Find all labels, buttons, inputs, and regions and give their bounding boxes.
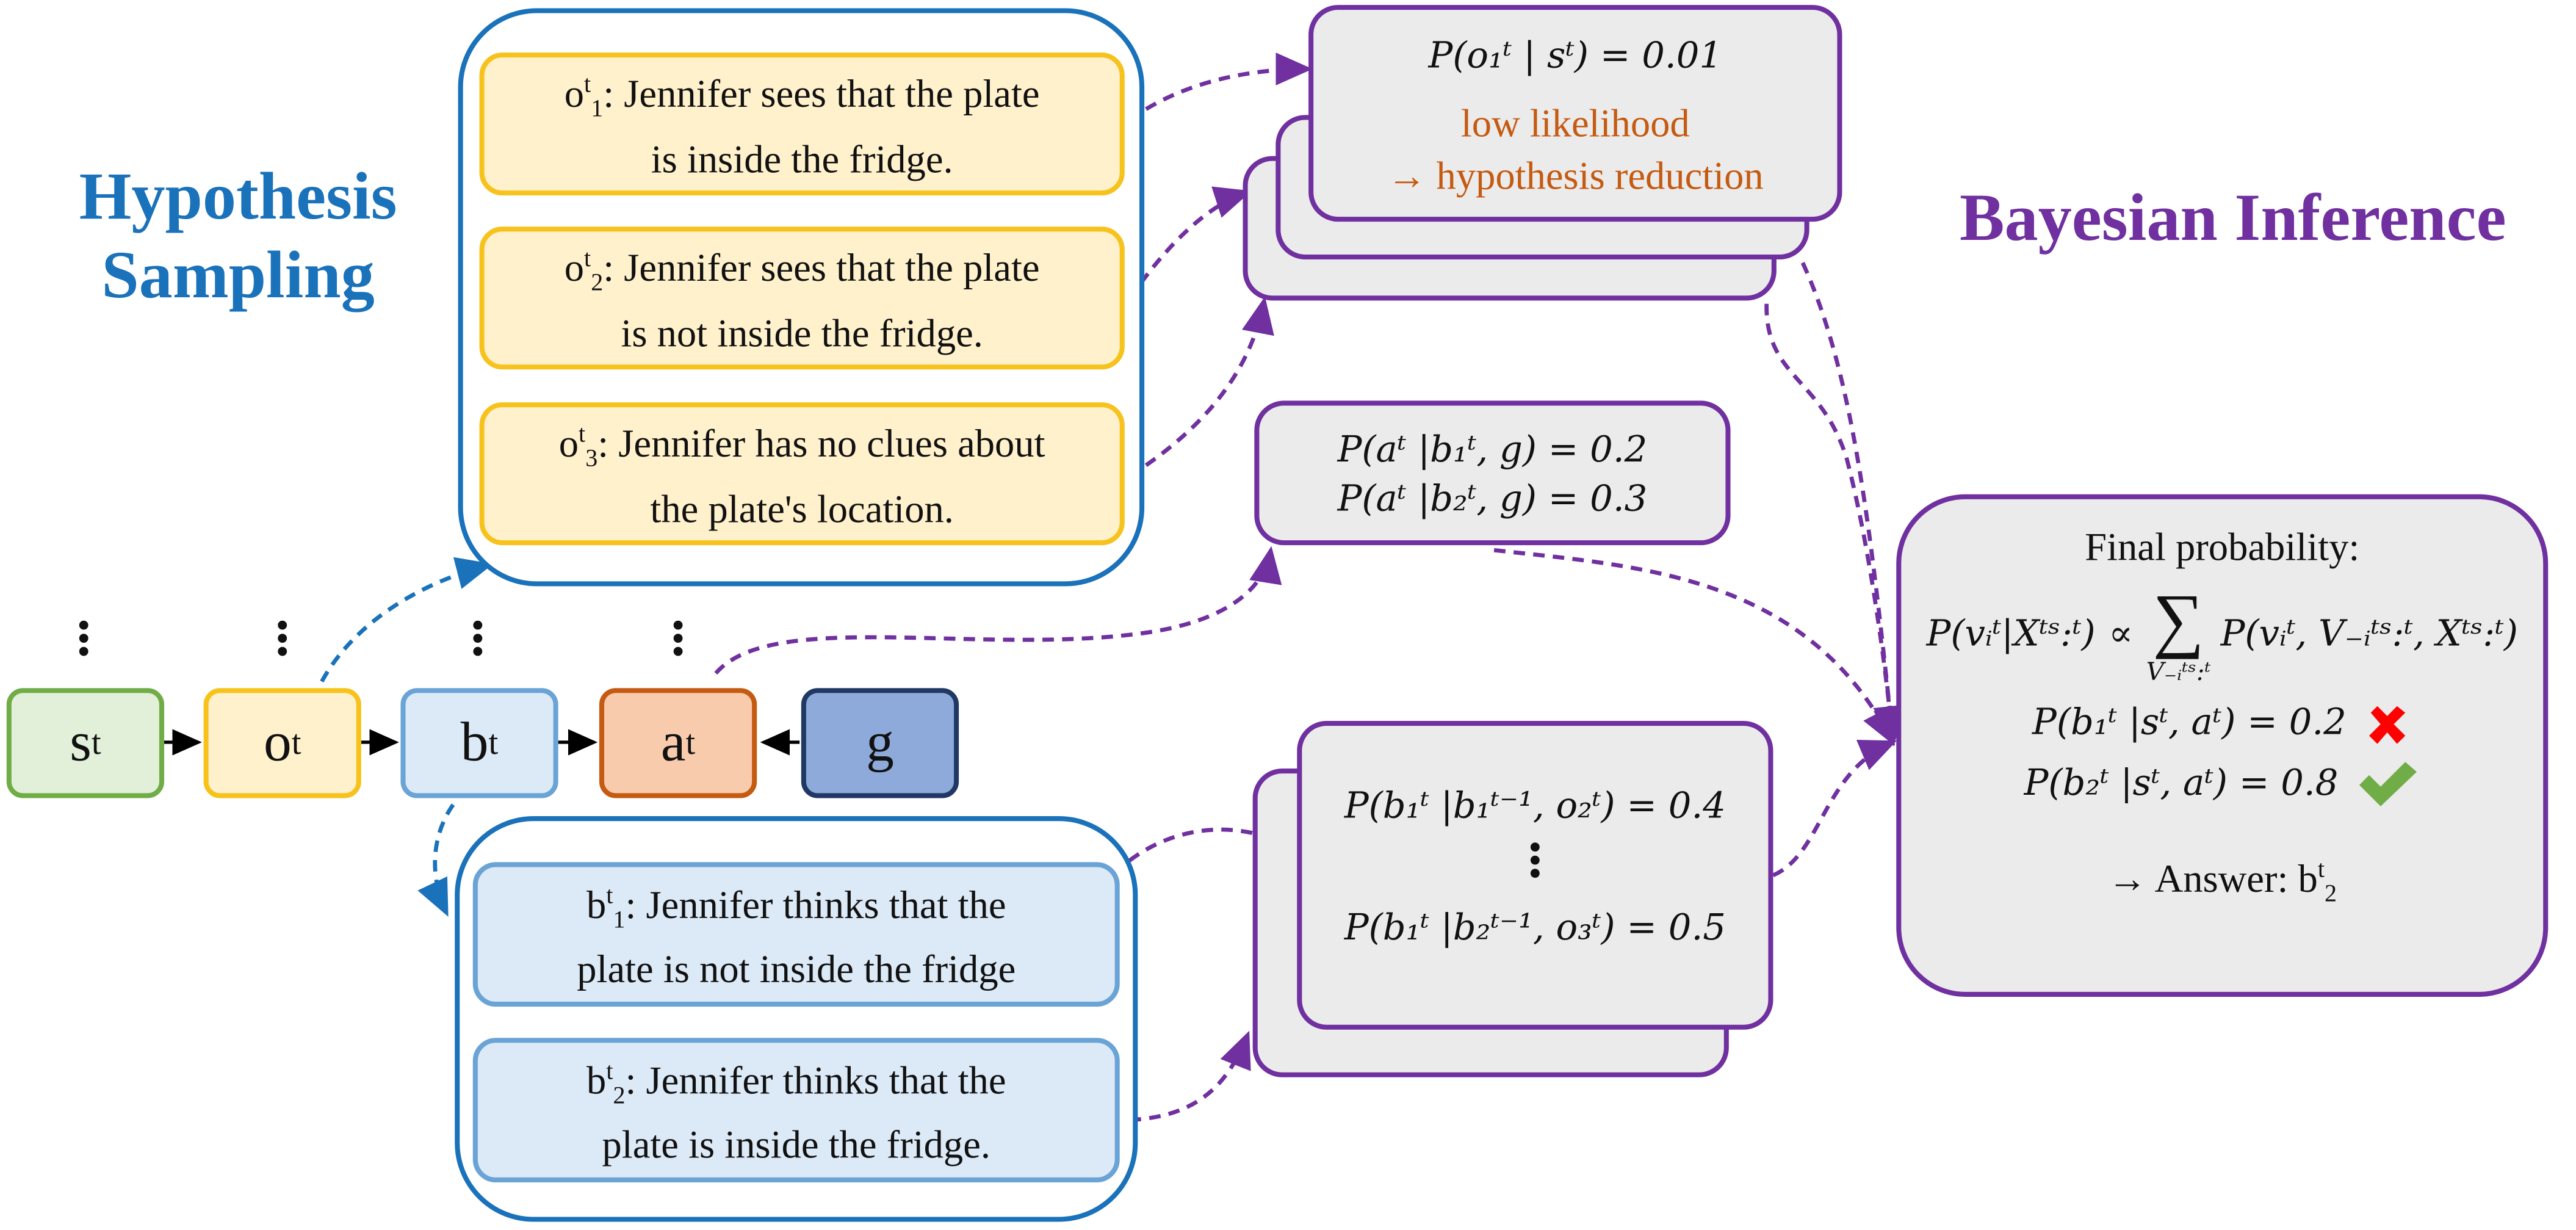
final-answer-sup: t: [2317, 857, 2325, 884]
transition-ellipsis: ···: [1526, 817, 1545, 905]
final-answer: → Answer: bt2: [1901, 844, 2543, 921]
final-heading: Final probability:: [2085, 527, 2360, 570]
final-formula-rhs: P(vᵢᵗ, V₋ᵢᵗˢ:ᵗ, Xᵗˢ:ᵗ): [2220, 614, 2518, 656]
obs-likelihood-note-line1: low likelihood: [1460, 103, 1690, 147]
observation-hypothesis-2: ot2: Jennifer sees that the plate is not…: [479, 226, 1125, 370]
belief-hypothesis-2: bt2: Jennifer thinks that the plate is i…: [472, 1038, 1120, 1182]
arrow-action-to-final: [1493, 548, 1895, 746]
action-likelihood-line2: P(aᵗ |b₂ᵗ, g) = 0.3: [1337, 479, 1648, 521]
observation-3-line2: the plate's location.: [650, 489, 954, 532]
sum-index: V₋ᵢᵗˢ:ᵗ: [2146, 657, 2211, 687]
check-icon: [2359, 762, 2417, 806]
arrow-b-to-beliefs: [417, 803, 455, 917]
final-candidate-1: P(b₁ᵗ |sᵗ, aᵗ) = 0.2: [1901, 700, 2543, 749]
belief-2-line2: plate is inside the fridge.: [602, 1125, 991, 1168]
arrow-o3-to-likelihood: [1128, 296, 1274, 479]
cross-icon: [2369, 706, 2406, 744]
sum-symbol: ∑: [2152, 579, 2204, 660]
final-formula-prop: ∝: [2109, 614, 2134, 656]
final-candidate-2: P(b₂ᵗ |sᵗ, aᵗ) = 0.8: [1901, 759, 2543, 811]
arrow-b2-to-transition: [1129, 1030, 1251, 1123]
belief-1-line2: plate is not inside the fridge: [577, 950, 1016, 993]
observation-hypothesis-1: ot1: Jennifer sees that the plate is ins…: [479, 52, 1125, 196]
observation-1-line1: ot1: Jennifer sees that the plate: [564, 72, 1040, 123]
obs-likelihood-equation: P(o₁ᵗ | sᵗ) = 0.01: [1428, 36, 1723, 78]
title-hypothesis-line1: Hypothesis: [79, 157, 397, 234]
arrow-likelihood-to-final-2: [1764, 303, 1907, 747]
transition-card-front: P(b₁ᵗ |b₁ᵗ⁻¹, o₂ᵗ) = 0.4 ··· P(b₁ᵗ |b₂ᵗ⁻…: [1297, 721, 1773, 1030]
final-answer-sub: 2: [2324, 881, 2337, 908]
transition-line1: P(b₁ᵗ |b₁ᵗ⁻¹, o₂ᵗ) = 0.4: [1344, 786, 1726, 828]
obs-likelihood-note-line2: → hypothesis reduction: [1387, 156, 1764, 199]
belief-hypothesis-1: bt1: Jennifer thinks that the plate is n…: [472, 862, 1120, 1007]
final-probability-card: Final probability: P(vᵢᵗ|Xᵗˢ:ᵗ) ∝ ∑ V₋ᵢᵗ…: [1896, 494, 2549, 997]
arrow-a-to-action-likelihood: [714, 546, 1282, 675]
arrow-likelihood-to-final-1: [1800, 262, 1906, 743]
ellipsis-above-a: ···: [668, 596, 688, 684]
arrow-o-to-observations: [320, 557, 494, 683]
final-candidate-2-text: P(b₂ᵗ |sᵗ, aᵗ) = 0.8: [2024, 763, 2339, 805]
title-bayesian-inference: Bayesian Inference: [1959, 179, 2506, 255]
belief-2-line1: bt2: Jennifer thinks that the: [586, 1058, 1006, 1109]
arrow-o1-to-likelihood: [1128, 52, 1313, 122]
observation-1-line2: is inside the fridge.: [651, 139, 953, 183]
ellipsis-above-b: ···: [468, 596, 488, 684]
action-likelihood-card: P(aᵗ |b₁ᵗ, g) = 0.2 P(aᵗ |b₂ᵗ, g) = 0.3: [1254, 400, 1731, 546]
transition-line2: P(b₁ᵗ |b₂ᵗ⁻¹, o₃ᵗ) = 0.5: [1344, 908, 1726, 949]
title-hypothesis-sampling: Hypothesis Sampling: [41, 156, 435, 314]
final-answer-prefix: → Answer: b: [2107, 859, 2318, 902]
title-hypothesis-line2: Sampling: [101, 236, 375, 313]
action-likelihood-line1: P(aᵗ |b₁ᵗ, g) = 0.2: [1337, 430, 1648, 472]
arrow-transition-to-final: [1772, 740, 1897, 877]
final-candidate-1-text: P(b₁ᵗ |sᵗ, aᵗ) = 0.2: [2032, 703, 2347, 744]
likelihood-card-front: P(o₁ᵗ | sᵗ) = 0.01 low likelihood → hypo…: [1308, 5, 1842, 222]
observation-2-line2: is not inside the fridge.: [621, 313, 983, 356]
arrow-b1-to-transition: [1128, 819, 1301, 863]
observation-3-line1: ot3: Jennifer has no clues about: [558, 422, 1045, 473]
arrow-o2-to-likelihood: [1128, 186, 1252, 300]
observation-2-line1: ot2: Jennifer sees that the plate: [564, 246, 1040, 297]
final-formula: P(vᵢᵗ|Xᵗˢ:ᵗ) ∝ ∑ V₋ᵢᵗˢ:ᵗ P(vᵢᵗ, V₋ᵢᵗˢ:ᵗ,…: [1901, 579, 2543, 687]
belief-1-line1: bt1: Jennifer thinks that the: [586, 883, 1006, 934]
ellipsis-above-o: ···: [273, 596, 292, 684]
ellipsis-above-s: ···: [74, 596, 93, 684]
final-formula-sum: ∑ V₋ᵢᵗˢ:ᵗ: [2146, 579, 2211, 687]
final-formula-lhs: P(vᵢᵗ|Xᵗˢ:ᵗ): [1926, 614, 2096, 656]
observation-hypothesis-3: ot3: Jennifer has no clues about the pla…: [479, 402, 1125, 546]
node-goal: g: [801, 688, 959, 798]
